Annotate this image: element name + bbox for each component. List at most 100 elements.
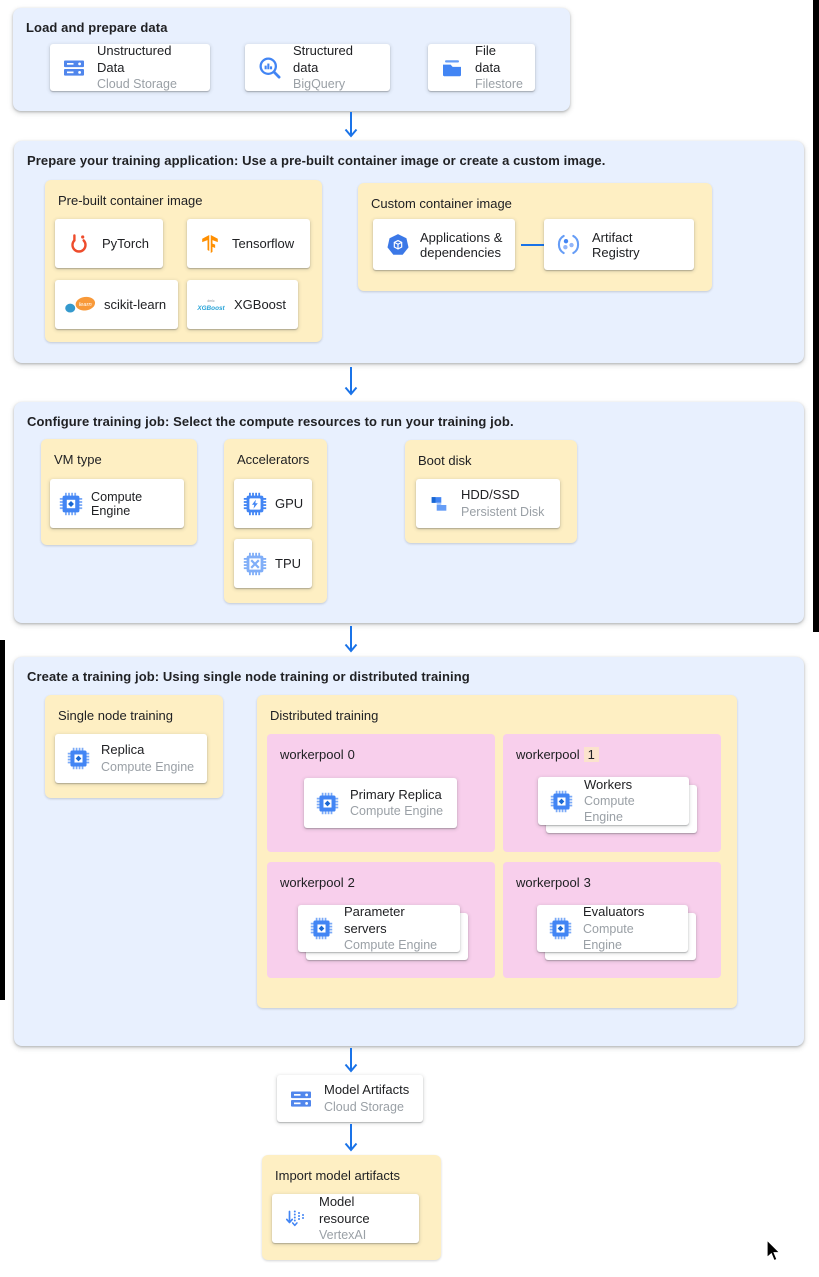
section-title: Configure training job: Select the compu…: [27, 414, 514, 429]
group-boot-disk: Boot disk HDD/SSD Persistent Disk: [405, 440, 577, 543]
flow-arrow-down: [342, 1124, 360, 1158]
card-title: scikit-learn: [104, 297, 167, 312]
card-title: Workers: [584, 776, 633, 792]
card-gpu: GPU: [234, 479, 312, 528]
compute-engine-icon: [67, 747, 90, 770]
scikit-learn-icon: learn: [64, 295, 96, 315]
card-subtitle: BigQuery: [293, 77, 346, 92]
section-title: Prepare your training application: Use a…: [27, 153, 606, 168]
card-title: HDD/SSD: [461, 487, 520, 503]
pytorch-icon: [67, 232, 91, 256]
bigquery-icon: [257, 55, 282, 80]
card-artifact-registry: Artifact Registry: [544, 219, 694, 270]
group-label: Distributed training: [270, 708, 379, 723]
compute-engine-icon: [59, 492, 83, 516]
xgboost-icon: dmlc XGBoost: [196, 295, 226, 315]
group-single-node: Single node training Replica Compute Eng…: [45, 695, 223, 798]
card-title: GPU: [275, 496, 304, 511]
section-configure-job: Configure training job: Select the compu…: [14, 402, 804, 623]
xgboost-logo-text: XGBoost: [196, 304, 225, 311]
card-subtitle: VertexAI: [319, 1228, 367, 1243]
pool-number: 0: [347, 747, 355, 762]
card-xgboost: dmlc XGBoost XGBoost: [187, 280, 298, 329]
group-label: Boot disk: [418, 453, 472, 468]
pool-number-highlighted: 1: [583, 747, 599, 762]
group-vm-type: VM type Compute Engine: [41, 439, 197, 545]
card-file-data: File data Filestore: [428, 42, 535, 92]
group-prebuilt-container: Pre-built container image PyTorch Tensor…: [45, 180, 322, 342]
group-label: Import model artifacts: [275, 1168, 400, 1183]
card-primary-replica: Primary Replica Compute Engine: [304, 778, 457, 828]
card-tensorflow: Tensorflow: [187, 219, 310, 268]
card-hdd-ssd: HDD/SSD Persistent Disk: [416, 479, 560, 528]
card-title: Tensorflow: [232, 236, 295, 251]
card-subtitle: Compute Engine: [344, 938, 438, 953]
flow-arrow-down: [342, 112, 360, 144]
mouse-cursor: [763, 1238, 782, 1269]
group-label: Pre-built container image: [58, 193, 203, 208]
black-edge-artifact-right: [813, 0, 819, 632]
card-workers: Workers Compute Engine: [538, 777, 689, 825]
card-title: XGBoost: [234, 297, 287, 312]
card-title: Compute Engine: [91, 489, 143, 518]
card-replica: Replica Compute Engine: [55, 734, 207, 783]
group-label: Custom container image: [371, 196, 512, 211]
group-label: Single node training: [58, 708, 173, 723]
card-title: TPU: [275, 556, 301, 571]
card-subtitle: Filestore: [475, 77, 523, 92]
card-subtitle: Persistent Disk: [461, 504, 545, 519]
card-model-resource: Model resource VertexAI: [272, 1194, 419, 1243]
tpu-icon: [243, 552, 267, 576]
compute-engine-icon: [549, 917, 572, 940]
sklearn-logo-text: learn: [79, 301, 92, 307]
card-subtitle: Compute Engine: [350, 804, 444, 819]
card-parameter-servers: Parameter servers Compute Engine: [298, 904, 460, 953]
card-model-artifacts: Model Artifacts Cloud Storage: [277, 1075, 423, 1122]
section-title: Create a training job: Using single node…: [27, 669, 470, 684]
compute-engine-icon: [316, 792, 339, 815]
flow-arrow-down: [342, 1048, 360, 1079]
card-tpu: TPU: [234, 539, 312, 588]
card-title: Artifact Registry: [592, 229, 640, 260]
flow-arrow-down: [342, 626, 360, 659]
section-title: Load and prepare data: [26, 20, 168, 35]
card-title: Structured data: [293, 42, 353, 75]
section-load-data: Load and prepare data Unstructured Data …: [13, 8, 570, 111]
card-evaluators: Evaluators Compute Engine: [537, 904, 688, 952]
tensorflow-icon: [199, 233, 221, 255]
artifact-registry-icon: [556, 232, 581, 257]
compute-engine-icon: [550, 790, 573, 813]
card-pytorch: PyTorch: [55, 219, 163, 268]
compute-engine-icon: [310, 917, 333, 940]
card-applications-dependencies: Applications & dependencies: [373, 219, 515, 270]
card-subtitle: Cloud Storage: [324, 1099, 404, 1114]
group-import-model: Import model artifacts Model resource Ve…: [262, 1155, 441, 1260]
cloud-storage-icon: [62, 56, 86, 80]
black-edge-artifact-left: [0, 640, 5, 1000]
card-scikit-learn: learn scikit-learn: [55, 280, 178, 329]
filestore-icon: [440, 56, 464, 80]
card-structured-data: Structured data BigQuery: [245, 42, 390, 92]
gpu-icon: [243, 492, 267, 516]
card-title: Primary Replica: [350, 786, 442, 802]
section-prepare-application: Prepare your training application: Use a…: [14, 141, 804, 363]
card-title: File data: [475, 42, 501, 75]
card-title: Model resource: [319, 1193, 370, 1226]
card-unstructured-data: Unstructured Data Cloud Storage: [50, 42, 210, 91]
card-title: Replica: [101, 742, 145, 758]
section-create-job: Create a training job: Using single node…: [14, 657, 804, 1046]
card-title: Applications & dependencies: [420, 229, 503, 260]
card-title: Evaluators: [583, 904, 645, 920]
card-title: Unstructured Data: [97, 42, 172, 75]
card-title: Model Artifacts: [324, 1082, 410, 1098]
group-custom-container: Custom container image Applications & de…: [358, 183, 712, 291]
pool-number: 2: [347, 875, 355, 890]
